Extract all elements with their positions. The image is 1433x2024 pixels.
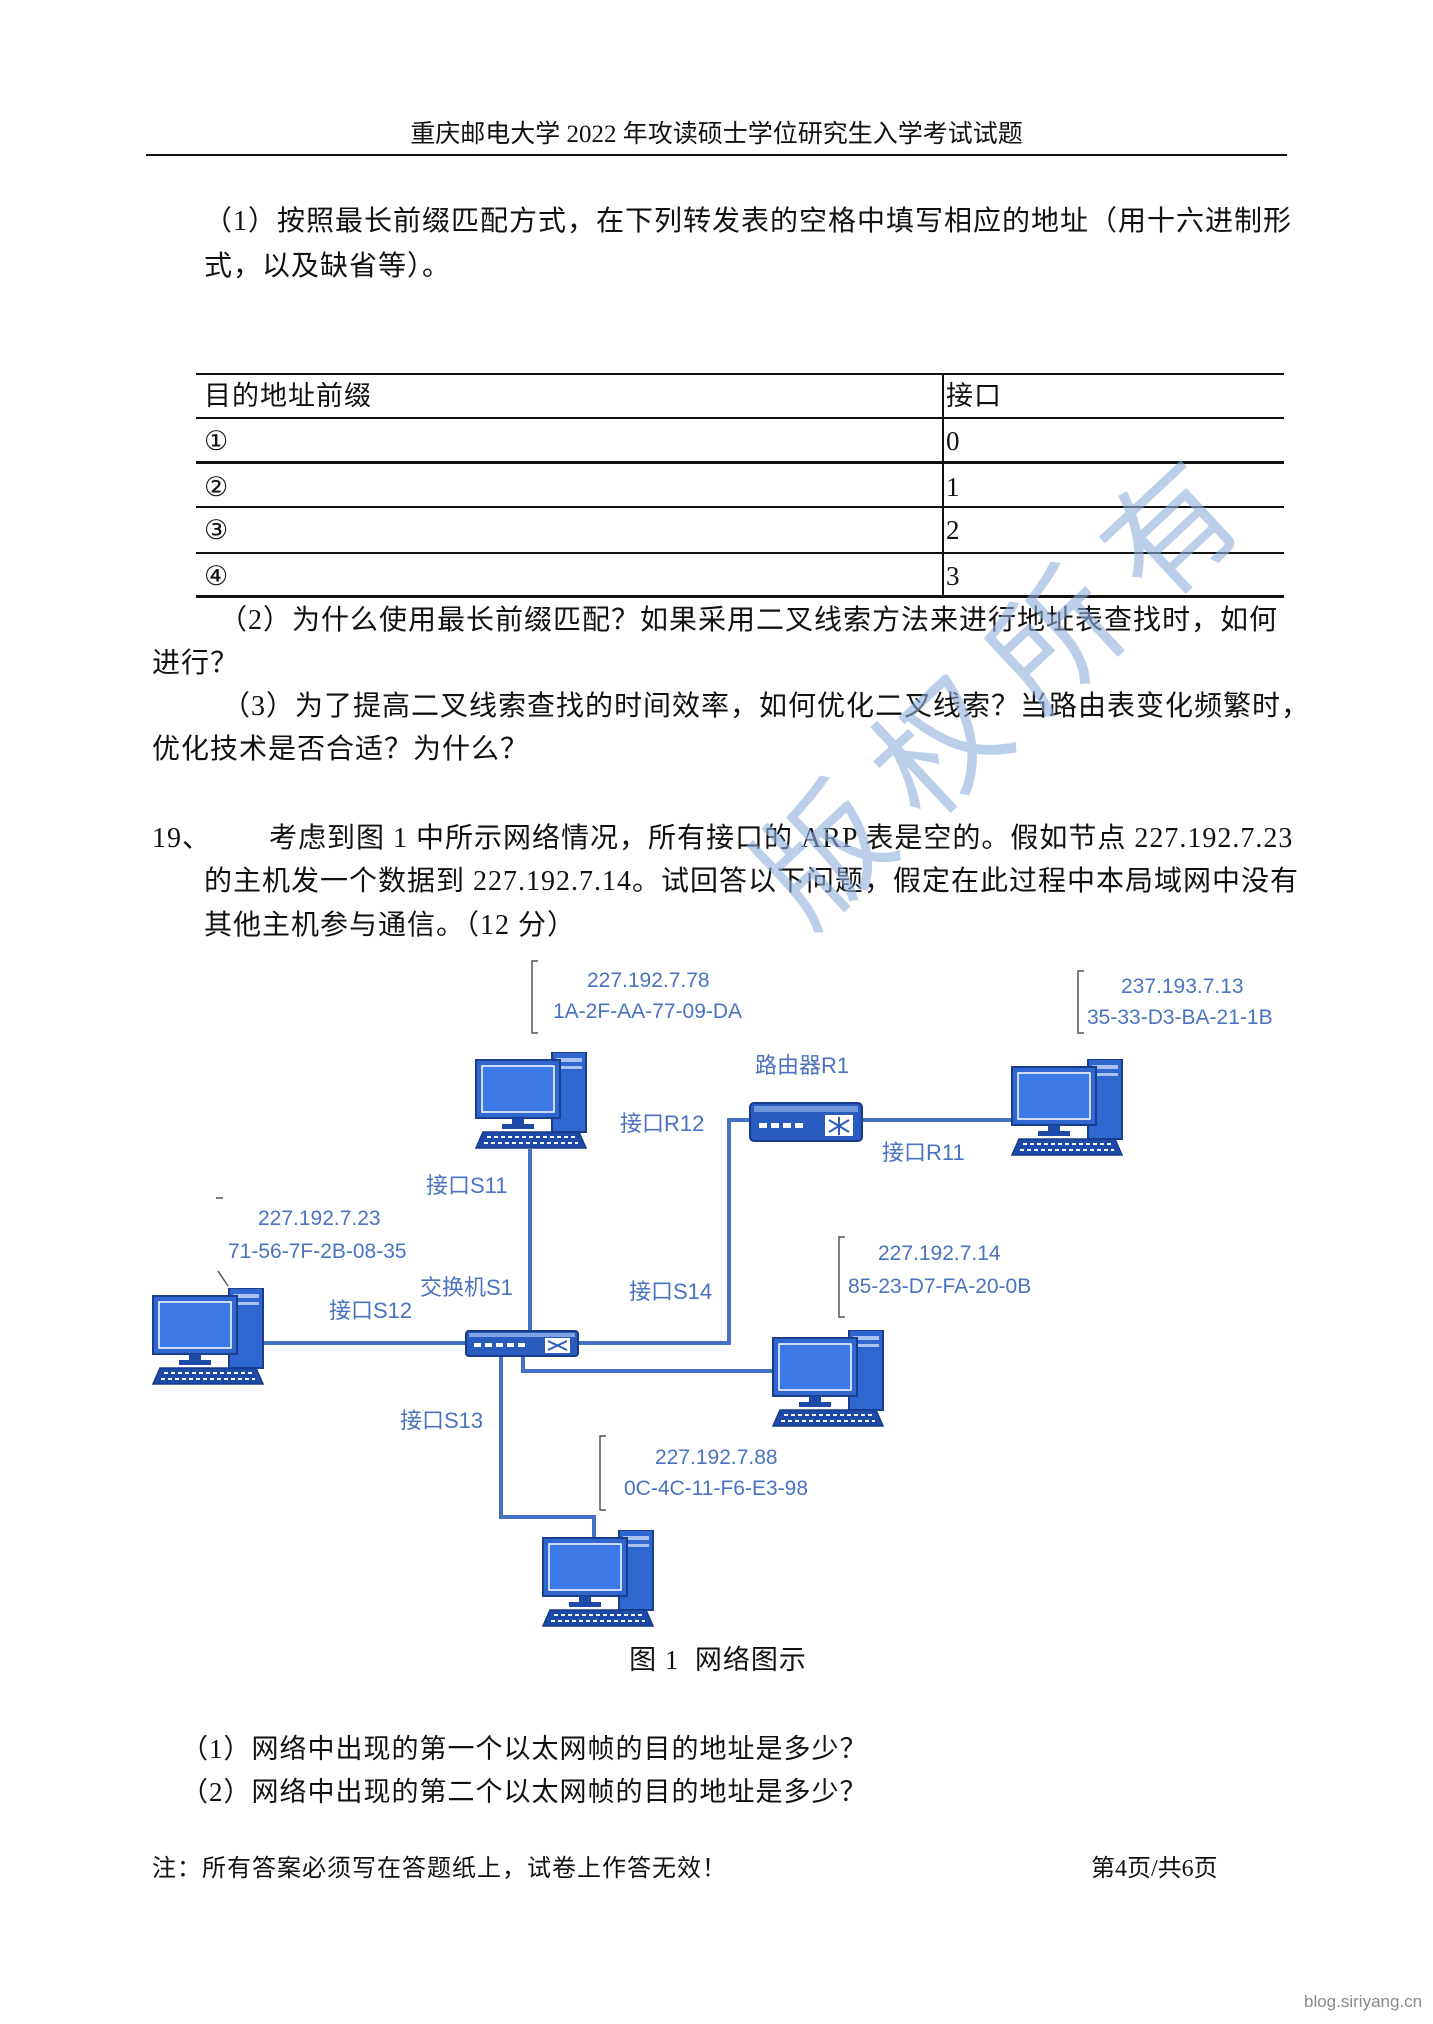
host-88-mac: 0C-4C-11-F6-E3-98 — [624, 1477, 808, 1500]
table-rule-header — [196, 417, 1284, 419]
host-14-ip: 227.192.7.14 — [878, 1242, 1001, 1265]
host-78-mac: 1A-2F-AA-77-09-DA — [553, 1000, 742, 1023]
computer-icon-host-227-192-7-88 — [542, 1530, 654, 1627]
interface-s14-label: 接口S14 — [629, 1279, 712, 1304]
q19-line1: 考虑到图 1 中所示网络情况，所有接口的 ARP 表是空的。假如节点 227.1… — [269, 823, 1294, 854]
q18-part2-line2: 进行？ — [152, 648, 240, 679]
footer-note: 注：所有答案必须写在答题纸上，试卷上作答无效！ — [152, 1856, 727, 1882]
figure-caption: 图 1 网络图示 — [629, 1645, 807, 1675]
switch-label: 交换机S1 — [420, 1275, 513, 1300]
interface-r12-label: 接口R12 — [620, 1111, 704, 1136]
router-icon — [749, 1102, 863, 1142]
q19-question-2: （2）网络中出现的第二个以太网帧的目的地址是多少？ — [181, 1777, 868, 1807]
q19-line3: 其他主机参与通信。（12 分） — [204, 910, 577, 941]
q18-part1-line1: （1）按照最长前缀匹配方式，在下列转发表的空格中填写相应的地址（用十六进制形 — [204, 206, 1293, 237]
table-row-2-interface: 1 — [946, 472, 961, 502]
callout-host-13 — [1077, 970, 1084, 1034]
computer-icon-host-227-192-7-78 — [475, 1052, 587, 1149]
q18-part1-line2: 式，以及缺省等）。 — [204, 251, 452, 282]
callout-host-14 — [838, 1236, 845, 1318]
host-88-ip: 227.192.7.88 — [655, 1446, 778, 1469]
table-column-divider — [942, 374, 944, 597]
host-14-mac: 85-23-D7-FA-20-0B — [848, 1275, 1031, 1298]
table-row-3-interface: 2 — [946, 515, 961, 545]
table-rule-row3 — [196, 552, 1284, 554]
table-row-3-prefix: ③ — [204, 515, 230, 545]
q18-part2-line1: （2）为什么使用最长前缀匹配？如果采用二叉线索方法来进行地址表查找时，如何 — [219, 605, 1279, 636]
header-rule — [146, 154, 1287, 156]
q19-line2: 的主机发一个数据到 227.192.7.14。试回答以下问题，假定在此过程中本局… — [204, 866, 1300, 897]
computer-icon-host-237-193-7-13 — [1011, 1059, 1123, 1156]
label-callout-lines — [216, 960, 1084, 1511]
exam-header-title: 重庆邮电大学 2022 年攻读硕士学位研究生入学考试试题 — [410, 121, 1023, 148]
network-links — [264, 1118, 1012, 1538]
computer-icon-host-227-192-7-14 — [772, 1330, 884, 1427]
network-switch-icon — [465, 1330, 579, 1357]
page-number: 第4页/共6页 — [1091, 1856, 1218, 1882]
host-23-ip: 227.192.7.23 — [258, 1207, 381, 1230]
host-13-ip: 237.193.7.13 — [1121, 975, 1244, 998]
link-switch-to-host-227-192-7-14 — [521, 1356, 774, 1373]
host-23-mac: 71-56-7F-2B-08-35 — [228, 1240, 407, 1263]
table-rule-bottom — [196, 595, 1284, 598]
table-rule-row2 — [196, 506, 1284, 508]
computer-icon-host-227-192-7-23 — [152, 1288, 264, 1385]
q18-part3-line2: 优化技术是否合适？为什么？ — [152, 734, 530, 765]
router-label: 路由器R1 — [755, 1053, 849, 1078]
host-13-mac: 35-33-D3-BA-21-1B — [1087, 1006, 1273, 1029]
q19-number: 19、 — [152, 823, 212, 854]
network-diagram: 227.192.7.78 1A-2F-AA-77-09-DA 237.193.7… — [152, 960, 1273, 1627]
link-interface-s13 — [499, 1356, 596, 1538]
table-row-2-prefix: ② — [204, 472, 230, 502]
table-header-interface: 接口 — [946, 381, 1002, 411]
interface-s12-label: 接口S12 — [329, 1298, 412, 1323]
table-header-prefix: 目的地址前缀 — [204, 381, 372, 411]
interface-s13-label: 接口S13 — [400, 1408, 483, 1433]
table-rule-top — [196, 373, 1284, 375]
table-rule-row1 — [196, 461, 1284, 464]
callout-host-23 — [217, 1270, 229, 1287]
q19-question-1: （1）网络中出现的第一个以太网帧的目的地址是多少？ — [181, 1734, 868, 1764]
table-row-4-interface: 3 — [946, 561, 961, 591]
callout-host-88 — [599, 1435, 606, 1511]
q18-part3-line1: （3）为了提高二叉线索查找的时间效率，如何优化二叉线索？当路由表变化频繁时， — [222, 691, 1311, 722]
callout-host-78 — [531, 960, 538, 1034]
link-interface-s14-to-r12 — [578, 1118, 750, 1345]
site-watermark: blog.siriyang.cn — [1304, 1992, 1423, 2011]
host-78-ip: 227.192.7.78 — [587, 969, 710, 992]
table-row-4-prefix: ④ — [204, 561, 230, 591]
table-row-1-interface: 0 — [946, 426, 961, 456]
interface-r11-label: 接口R11 — [882, 1140, 965, 1165]
interface-s11-label: 接口S11 — [426, 1173, 508, 1198]
table-row-1-prefix: ① — [204, 426, 230, 456]
